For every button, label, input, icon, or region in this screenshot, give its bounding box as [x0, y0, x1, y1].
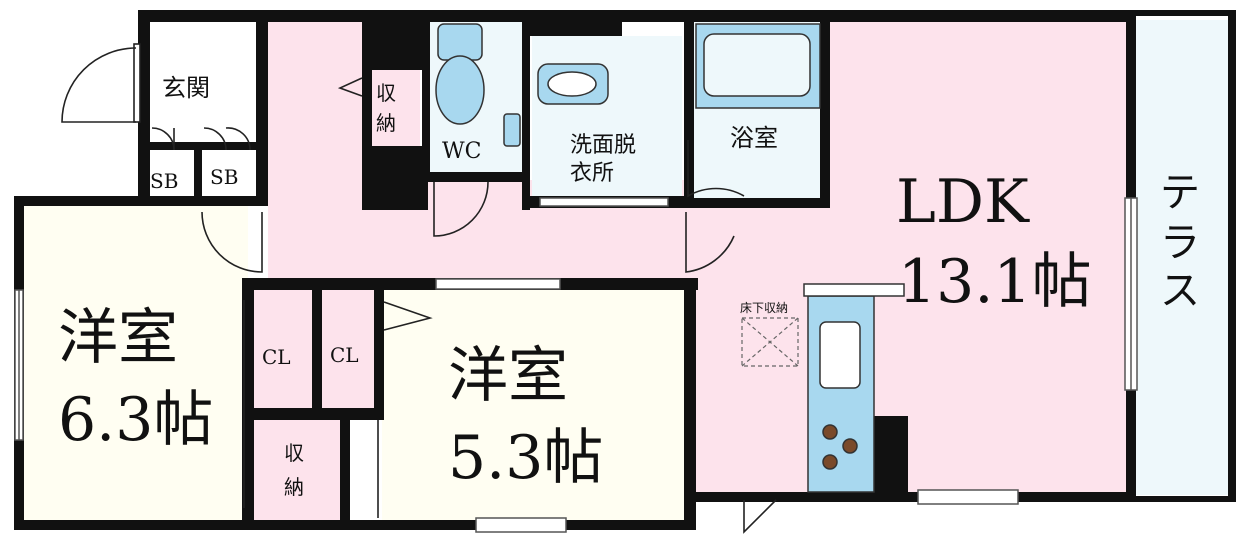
- storage-room-floor: [252, 420, 344, 520]
- sb1-floor: [148, 150, 194, 196]
- ldk-floor: [828, 20, 1128, 495]
- washroom-label-1: 洗面脱: [570, 133, 636, 158]
- terrace-label-1: テ: [1160, 170, 1200, 216]
- terrace-floor: [1134, 20, 1232, 495]
- room2-label: 洋室: [448, 341, 568, 411]
- storage-hall-floor: [372, 70, 420, 146]
- sb2-label: SB: [210, 165, 238, 189]
- ldk-label: LDK: [896, 167, 1030, 237]
- wc-label: WC: [442, 139, 481, 164]
- washroom-floor: [532, 36, 682, 196]
- sb1-label: SB: [150, 169, 178, 193]
- bath-label: 浴室: [730, 124, 778, 152]
- closet1-label: CL: [262, 345, 291, 369]
- storage-hall-label-1: 収: [376, 81, 396, 105]
- room1-label: 洋室: [58, 303, 178, 373]
- room2-floor: [382, 288, 688, 520]
- storage-room-label-1: 収: [284, 441, 304, 465]
- door-swings: [61, 43, 777, 534]
- ldk-size-label: 13.1帖: [898, 247, 1092, 317]
- underfloor-storage: [741, 317, 799, 367]
- underfloor-label: 床下収納: [740, 301, 788, 315]
- closet2-floor: [320, 288, 378, 414]
- hallway-floor: [268, 20, 368, 278]
- closet1-floor: [252, 288, 312, 414]
- ldk-floor-left: [690, 278, 830, 495]
- terrace-label-2: ラ: [1160, 220, 1200, 266]
- windows: [14, 197, 1138, 533]
- entrance-label: 玄関: [162, 74, 210, 102]
- sb2-floor: [202, 150, 256, 196]
- terrace-label-3: ス: [1160, 268, 1200, 314]
- room1-floor: [22, 204, 248, 522]
- toilet-icon: [435, 23, 521, 147]
- room1-size-label: 6.3帖: [58, 385, 213, 455]
- closet2-label: CL: [330, 343, 359, 367]
- storage-room-label-2: 納: [284, 475, 304, 499]
- bathtub-icon: [695, 23, 821, 109]
- kitchen-counter: [803, 283, 905, 493]
- washbasin-icon: [537, 63, 609, 105]
- storage-hall-label-2: 納: [376, 111, 396, 135]
- room2-size-label: 5.3帖: [448, 423, 603, 493]
- washroom-label-2: 衣所: [570, 161, 614, 186]
- entrance-floor: [150, 20, 262, 124]
